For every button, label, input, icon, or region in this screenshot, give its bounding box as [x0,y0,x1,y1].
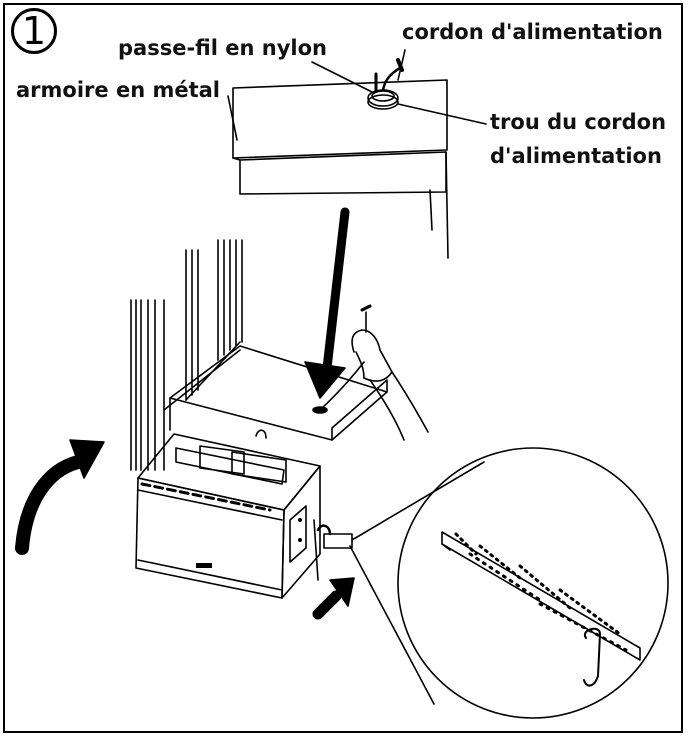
hand-holding-cord [351,304,429,441]
label-cord-hole-line2: d'alimentation [490,144,662,168]
window-frame [130,239,243,471]
leader-nylon-grommet [311,61,373,93]
nylon-grommet-icon [367,89,399,110]
down-arrow-icon [304,207,350,399]
label-cord-hole-line1: trou du cordon [490,110,667,134]
label-metal-cabinet: armoire en métal [16,78,220,102]
lift-arrow-icon [15,439,105,555]
power-cord-top [374,58,404,92]
microwave-oven [135,429,353,599]
zoom-detail-circle [397,447,669,719]
zoom-guide-top [351,461,485,541]
step-number-badge: 1 [11,8,57,54]
label-power-cord: cordon d'alimentation [402,20,663,44]
wall-cabinet [169,345,388,441]
zoom-guide-bottom [349,545,435,705]
push-arrow-icon [312,577,355,620]
leader-cord-hole [397,103,487,125]
diagram-frame [3,3,683,733]
label-nylon-grommet: passe-fil en nylon [118,36,327,60]
